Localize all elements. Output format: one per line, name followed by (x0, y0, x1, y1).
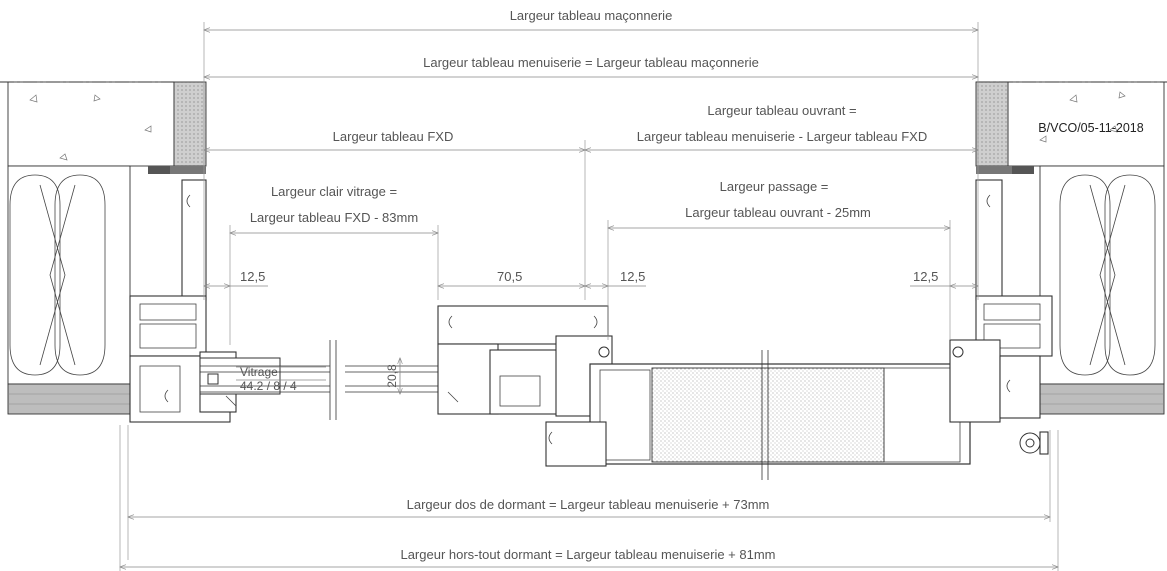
fixed-leaf-profile (437, 305, 613, 417)
label-clear-glazing-1: Largeur clair vitrage = (271, 184, 397, 199)
right-frame-profile (949, 179, 1053, 455)
label-clear-glazing-2: Largeur tableau FXD - 83mm (250, 210, 418, 225)
label-dim-right: 12,5 (913, 269, 938, 284)
left-insulation (7, 165, 131, 415)
glazing-unit (199, 340, 459, 420)
right-insulation (1039, 165, 1165, 415)
extension-lines (119, 22, 1059, 571)
label-fxd-width: Largeur tableau FXD (333, 129, 454, 144)
drawing-reference: B/VCO/05-11-2018 (1038, 121, 1143, 135)
label-frame-overall: Largeur hors-tout dormant = Largeur tabl… (400, 547, 775, 562)
label-glazing-name: Vitrage (240, 365, 278, 379)
label-glazing-spec: 44.2 / 8 / 4 (240, 379, 297, 393)
dimension-lines (120, 30, 1058, 567)
label-passage-1: Largeur passage = (720, 179, 829, 194)
label-masonry-width: Largeur tableau maçonnerie (510, 8, 673, 23)
label-joinery-width: Largeur tableau menuiserie = Largeur tab… (423, 55, 759, 70)
label-opening-width-2: Largeur tableau menuiserie - Largeur tab… (637, 129, 928, 144)
label-dim-mid: 70,5 (497, 269, 522, 284)
label-frame-back: Largeur dos de dormant = Largeur tableau… (407, 497, 770, 512)
label-dim-pass-left: 12,5 (620, 269, 645, 284)
dimension-labels: Largeur tableau maçonnerie Largeur table… (240, 8, 1144, 562)
label-dim-left: 12,5 (240, 269, 265, 284)
label-glazing-thickness: 20,8 (385, 364, 399, 388)
left-masonry-wall (0, 81, 207, 174)
opening-leaf-panel (545, 350, 971, 480)
label-passage-2: Largeur tableau ouvrant - 25mm (685, 205, 871, 220)
label-opening-width-1: Largeur tableau ouvrant = (707, 103, 856, 118)
